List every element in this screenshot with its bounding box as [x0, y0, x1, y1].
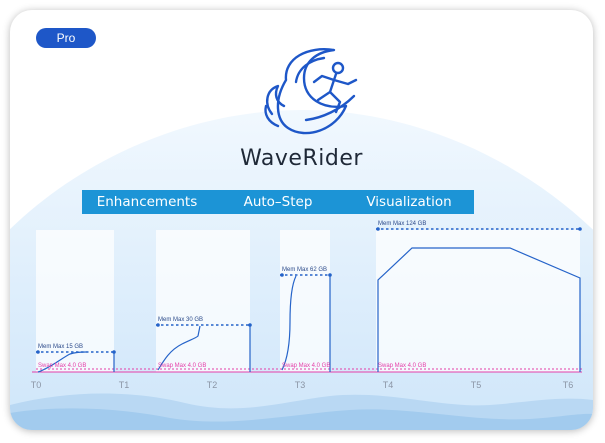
- memory-usage-curve-2: [281, 275, 297, 371]
- memory-usage-curve-3: [377, 247, 581, 372]
- chart-panel-1: [156, 230, 250, 372]
- banner-auto-step: Auto–Step: [212, 190, 344, 214]
- tick-label-t6: T6: [563, 380, 574, 390]
- mem-max-label-3: Mem Max 124 GB: [378, 221, 426, 227]
- tick-label-t1: T1: [119, 380, 130, 390]
- mem-max-start-point-2: [280, 273, 284, 277]
- banner-visualization: Visualization: [344, 190, 474, 214]
- tick-label-t2: T2: [207, 380, 218, 390]
- swap-max-label-0: Swap Max 4.0 GB: [38, 363, 86, 369]
- mem-max-label-1: Mem Max 30 GB: [158, 317, 203, 323]
- mem-max-label-2: Mem Max 62 GB: [282, 267, 327, 273]
- memory-usage-curve-0: [37, 351, 87, 373]
- pro-badge: Pro: [36, 28, 96, 48]
- banner-enhancements: Enhancements: [82, 190, 212, 214]
- memory-chart: T0 T1 T2 T3 T4 T5 T6 Mem Max 15 GB Swap Max 4.0 …: [31, 221, 582, 390]
- tick-label-t0: T0: [31, 380, 42, 390]
- memory-usage-curve-1: [157, 325, 201, 371]
- chart-panel-0: [36, 230, 114, 372]
- tick-label-t5: T5: [471, 380, 482, 390]
- mem-max-end-point-3: [578, 227, 582, 231]
- waverider-logo-icon: [264, 48, 358, 135]
- swap-max-label-2: Swap Max 4.0 GB: [282, 363, 330, 369]
- mem-max-start-point-1: [156, 323, 160, 327]
- app-card: Pro WaveRider Enhancements Auto–Step Vis…: [10, 10, 593, 430]
- tick-label-t4: T4: [383, 380, 394, 390]
- swap-max-label-1: Swap Max 4.0 GB: [158, 363, 206, 369]
- swap-max-label-3: Swap Max 4.0 GB: [378, 363, 426, 369]
- mem-max-start-point-0: [36, 350, 40, 354]
- chart-panel-3: [376, 230, 580, 372]
- mem-max-start-point-3: [376, 227, 380, 231]
- app-title: WaveRider: [240, 146, 363, 171]
- tick-label-t3: T3: [295, 380, 306, 390]
- mem-max-label-0: Mem Max 15 GB: [38, 344, 83, 350]
